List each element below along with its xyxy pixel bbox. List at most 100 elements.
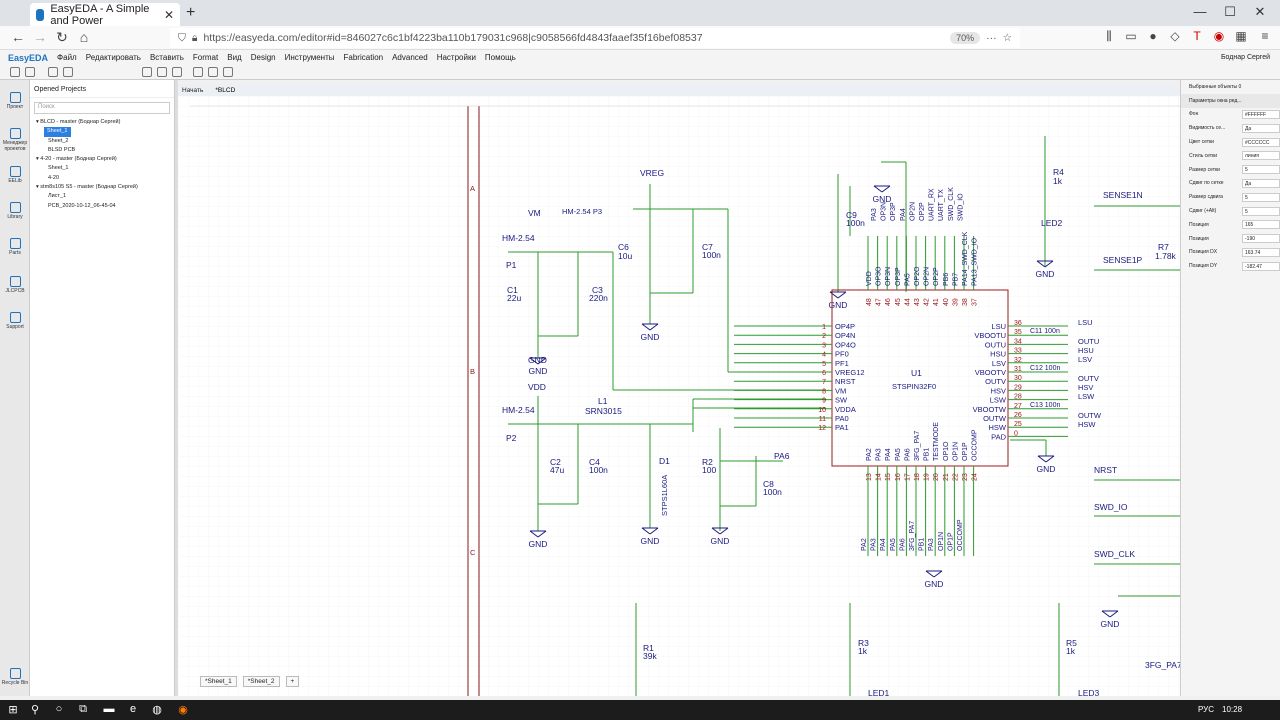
frame-row-label[interactable]: C — [470, 548, 476, 557]
schematic-label[interactable]: OP3P — [890, 202, 897, 221]
component-label[interactable]: VDD — [528, 382, 546, 392]
project-search-input[interactable]: Поиск — [34, 102, 170, 114]
schematic-label[interactable]: LSU — [991, 322, 1006, 331]
schematic-label[interactable]: LSW — [1078, 392, 1095, 401]
zoom-in-icon[interactable] — [193, 67, 203, 77]
component-label[interactable]: PA6 — [774, 451, 790, 461]
frame-row-label[interactable]: B — [470, 367, 475, 376]
schematic-label[interactable]: PA3 — [876, 448, 883, 461]
component-label[interactable]: GND — [528, 355, 547, 365]
schematic-label[interactable]: HSW — [1078, 420, 1096, 429]
schematic-label[interactable]: OP1P — [962, 442, 969, 461]
schematic-label[interactable]: OUTW — [1078, 411, 1102, 420]
nav-support[interactable]: Support — [0, 312, 30, 330]
tree-sheet[interactable]: Sheet_2 — [48, 137, 69, 144]
close-window-button[interactable]: ✕ — [1254, 4, 1266, 19]
edge-icon[interactable]: e — [129, 703, 137, 715]
wire[interactable] — [1036, 260, 1046, 268]
property-value[interactable]: 5 — [1242, 206, 1280, 216]
component-label[interactable]: C4 — [589, 457, 600, 467]
schematic-label[interactable]: VDDA — [835, 405, 856, 414]
schematic-label[interactable]: 10 — [818, 407, 826, 414]
bookmark-star-icon[interactable]: ☆ — [1002, 32, 1012, 44]
property-row[interactable]: Цвет сетки#CCCCCC — [1181, 135, 1280, 149]
schematic-label[interactable]: PA3 — [871, 538, 878, 551]
schematic-label[interactable]: 39 — [952, 298, 959, 306]
tree-pcb[interactable]: 4-20 — [48, 174, 60, 181]
schematic-label[interactable]: 38 — [962, 298, 969, 306]
schematic-label[interactable]: 37 — [972, 298, 979, 306]
component-label[interactable]: STPS1L60A — [660, 475, 669, 516]
user-name[interactable]: Боднар Сергей — [1220, 54, 1270, 61]
component-label[interactable]: C6 — [618, 242, 629, 252]
schematic-label[interactable]: OP1N — [938, 532, 945, 551]
schematic-label[interactable]: SWD_IO — [957, 193, 964, 221]
wire[interactable] — [873, 185, 883, 193]
schematic-label[interactable]: LSU — [1078, 318, 1093, 327]
component-label[interactable]: 220n — [589, 293, 608, 303]
component-label[interactable]: R4 — [1053, 167, 1064, 177]
schematic-label[interactable]: 3FG_PA7 — [914, 431, 921, 461]
component-label[interactable]: 10u — [618, 251, 632, 261]
schematic-label[interactable]: PA5 — [895, 448, 902, 461]
wire[interactable] — [933, 570, 943, 578]
schematic-label[interactable]: HSU — [1078, 346, 1094, 355]
cortana-icon[interactable]: ○ — [55, 703, 63, 715]
schematic-label[interactable]: 29 — [1014, 384, 1022, 391]
schematic-label[interactable]: LSW — [990, 396, 1007, 405]
close-tab-icon[interactable]: ✕ — [163, 7, 174, 22]
extension2-icon[interactable]: ▦ — [1235, 29, 1247, 43]
windows-start-icon[interactable]: ⊞ — [8, 704, 18, 716]
schematic-label[interactable]: 23 — [962, 473, 969, 481]
schematic-label[interactable]: OP2P — [919, 202, 926, 221]
schematic-label[interactable]: PF1 — [835, 359, 849, 368]
zoom-out-icon[interactable] — [208, 67, 218, 77]
nav-project[interactable]: Проект — [0, 92, 30, 110]
component-label[interactable]: HM-2.54 — [502, 233, 535, 243]
account-icon[interactable]: ● — [1149, 29, 1157, 43]
schematic-label[interactable]: PA2 — [861, 538, 868, 551]
component-label[interactable]: STSPIN32F0 — [892, 382, 936, 391]
component-label[interactable]: 47u — [550, 465, 564, 475]
wire[interactable] — [529, 530, 539, 538]
task-view-icon[interactable]: ⧉ — [79, 703, 87, 715]
wire[interactable] — [1045, 455, 1055, 463]
schematic-label[interactable]: 40 — [943, 298, 950, 306]
menu-tools[interactable]: Инструменты — [284, 53, 335, 62]
component-label[interactable]: C7 — [702, 242, 713, 252]
tree-project[interactable]: ▾ stm8s105 S5 - master (Боднар Сергей) — [36, 184, 138, 191]
schematic-label[interactable]: PA4 — [885, 448, 892, 461]
schematic-label[interactable]: 5 — [822, 361, 826, 368]
schematic-label[interactable]: PA6 — [899, 538, 906, 551]
reload-icon[interactable]: ↻ — [56, 29, 68, 45]
schematic-label[interactable]: VBOOTW — [973, 405, 1007, 414]
component-label[interactable]: 1.78k — [1155, 251, 1177, 261]
component-label[interactable]: LED2 — [1041, 218, 1063, 228]
schematic-label[interactable]: 17 — [904, 473, 911, 481]
property-value[interactable]: -190 — [1242, 234, 1280, 244]
component-label[interactable]: HM-2.54 — [502, 405, 535, 415]
property-value[interactable]: Да — [1242, 178, 1280, 188]
find-icon[interactable] — [142, 67, 152, 77]
component-label[interactable]: VM — [528, 208, 541, 218]
schematic-label[interactable]: C11 100n — [1030, 328, 1060, 335]
component-label[interactable]: C9 — [846, 210, 857, 220]
frame-row-label[interactable]: A — [470, 184, 475, 193]
component-label[interactable]: 22u — [507, 293, 521, 303]
schematic-label[interactable]: VREG12 — [835, 368, 865, 377]
property-row[interactable]: Позиция-190 — [1181, 232, 1280, 246]
schematic-label[interactable]: PA13_SWD_IO — [972, 237, 979, 286]
property-row[interactable]: Фон#FFFFFF — [1181, 108, 1280, 122]
schematic-label[interactable]: SWD_CLK — [948, 187, 955, 221]
schematic-label[interactable]: OP3N — [885, 267, 892, 286]
component-label[interactable]: SRN3015 — [585, 406, 622, 416]
open-icon[interactable] — [25, 67, 35, 77]
tab-sheet2[interactable]: *Sheet_2 — [242, 676, 280, 687]
menu-icon[interactable]: ≡ — [1261, 29, 1269, 43]
component-label[interactable]: 1k — [1066, 646, 1076, 656]
fit-icon[interactable] — [223, 67, 233, 77]
more-icon[interactable]: ··· — [986, 32, 997, 44]
